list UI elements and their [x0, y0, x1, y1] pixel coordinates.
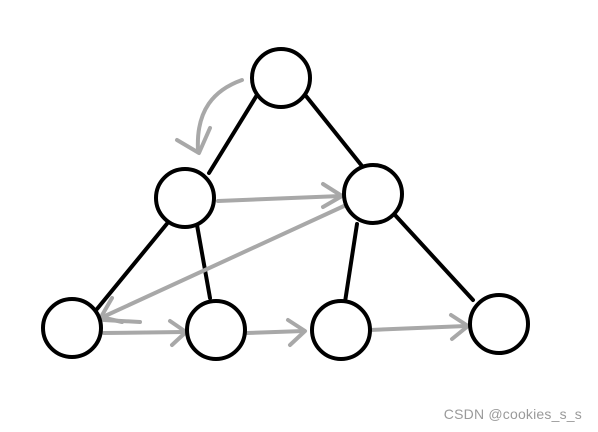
- arrow-root-to-left: [195, 78, 244, 152]
- arrowhead-left-to-right: [321, 182, 344, 209]
- edge-root-left: [207, 93, 259, 175]
- arrowhead-root-to-left: [175, 126, 212, 155]
- edge-root-right: [304, 94, 364, 168]
- arrow-left-to-right: [216, 194, 343, 203]
- arrow-right-to-leftleft: [103, 204, 346, 318]
- node-root: [250, 47, 312, 109]
- node-left: [154, 167, 216, 229]
- arrow-leftleft-to-leftright: [102, 330, 186, 335]
- node-right-right: [468, 293, 530, 355]
- edge-left-leftright: [195, 223, 212, 300]
- arrow-tail-mark: [102, 318, 142, 324]
- edge-right-rightleft: [343, 222, 359, 304]
- arrow-rightleft-to-rightright: [368, 324, 468, 332]
- watermark-text: CSDN @cookies_s_s: [443, 406, 582, 422]
- node-left-left: [41, 297, 103, 359]
- tree-edges: [95, 93, 475, 311]
- node-right: [342, 163, 404, 225]
- arrowhead-rightleft-to-rightright: [449, 313, 470, 341]
- arrowhead-leftright-to-rightleft: [286, 318, 307, 347]
- arrow-leftright-to-rightleft: [245, 329, 306, 335]
- traversal-arrows: [99, 78, 470, 347]
- edge-right-rightright: [393, 213, 475, 302]
- tree-nodes: [41, 47, 530, 361]
- node-left-right: [185, 299, 247, 361]
- edge-left-leftleft: [95, 218, 172, 311]
- node-right-left: [310, 299, 372, 361]
